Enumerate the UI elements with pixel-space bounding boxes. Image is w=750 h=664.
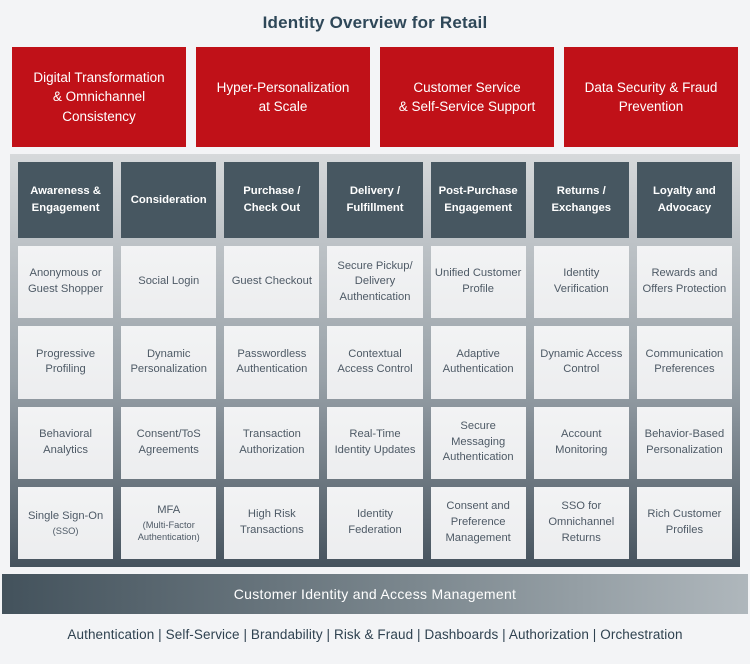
capability-label: Contextual Access Control [337, 347, 413, 376]
stage-header: Loyalty and Advocacy [636, 162, 732, 238]
capability-label: SSO for Omnichannel Returns [548, 500, 615, 544]
capability-label: Guest Checkout [231, 275, 312, 288]
page-title: Identity Overview for Retail [262, 13, 488, 32]
capability-cell: Guest Checkout [224, 246, 320, 319]
capability-cell: Identity Verification [533, 246, 629, 319]
capability-label: Passwordless Authentication [236, 347, 308, 376]
capability-cell: Secure Messaging Authentication [430, 406, 526, 479]
stage-header: Returns / Exchanges [533, 162, 629, 238]
capability-label: Adaptive Authentication [442, 347, 514, 376]
capability-cell: Rewards and Offers Protection [636, 246, 732, 319]
capability-cell: Consent/ToS Agreements [121, 406, 217, 479]
capability-label: Identity Verification [553, 267, 609, 296]
capability-label: Single Sign-On [27, 510, 104, 522]
capability-cell: Social Login [121, 246, 217, 319]
capability-cell: Behavioral Analytics [18, 406, 114, 479]
capability-label: Consent and Preference Management [445, 500, 511, 544]
capability-label: Consent/ToS Agreements [136, 427, 201, 456]
capability-cell: Transaction Authorization [224, 406, 320, 479]
capability-label: Unified Customer Profile [434, 267, 522, 296]
capability-sublabel: (SSO) [52, 525, 79, 536]
capability-label: Secure Messaging Authentication [442, 420, 514, 464]
capability-sublabel: (Multi-Factor Authentication) [137, 519, 200, 542]
capability-cell: Dynamic Access Control [533, 326, 629, 399]
capability-cell: SSO for Omnichannel Returns [533, 486, 629, 559]
capability-cell: Dynamic Personalization [121, 326, 217, 399]
capabilities-footer: Authentication | Self-Service | Brandabi… [67, 627, 683, 642]
capability-label: Communication Preferences [645, 347, 724, 376]
stage-header: Post-Purchase Engagement [430, 162, 526, 238]
capability-cell: Real-Time Identity Updates [327, 406, 423, 479]
capability-cell: Passwordless Authentication [224, 326, 320, 399]
capability-cell: Progressive Profiling [18, 326, 114, 399]
capability-label: Social Login [138, 275, 200, 288]
stage-header: Purchase / Check Out [224, 162, 320, 238]
capability-cell: Rich Customer Profiles [636, 486, 732, 559]
capability-cell: Consent and Preference Management [430, 486, 526, 559]
capability-cell: Contextual Access Control [327, 326, 423, 399]
capability-label: Behavioral Analytics [39, 427, 92, 456]
capability-label: Anonymous or Guest Shopper [27, 267, 104, 296]
capability-label: Real-Time Identity Updates [334, 427, 416, 456]
capability-cell: Single Sign-On (SSO) [18, 486, 114, 559]
capability-label: Secure Pickup/ Delivery Authentication [337, 259, 413, 303]
capability-label: Behavior-Based Personalization [644, 427, 725, 456]
capability-cell: Identity Federation [327, 486, 423, 559]
pillar-customer-service: Customer Service & Self-Service Support [380, 47, 554, 147]
capability-cell: Anonymous or Guest Shopper [18, 246, 114, 319]
capability-label: Rewards and Offers Protection [642, 267, 727, 296]
stage-header: Awareness & Engagement [18, 162, 114, 238]
ciam-bar: Customer Identity and Access Management [2, 574, 748, 614]
stage-header: Delivery / Fulfillment [327, 162, 423, 238]
ciam-bar-label: Customer Identity and Access Management [233, 586, 517, 602]
capability-cell: Adaptive Authentication [430, 326, 526, 399]
capability-cell: High Risk Transactions [224, 486, 320, 559]
capability-label: MFA [157, 503, 181, 516]
capability-cell: Unified Customer Profile [430, 246, 526, 319]
pillar-data-security: Data Security & Fraud Prevention [564, 47, 738, 147]
capability-label: Progressive Profiling [36, 347, 96, 376]
capability-cell: Secure Pickup/ Delivery Authentication [327, 246, 423, 319]
pillar-hyper-personalization: Hyper-Personalization at Scale [196, 47, 370, 147]
capability-cell: MFA (Multi-Factor Authentication) [121, 486, 217, 559]
capability-label: Dynamic Access Control [540, 347, 623, 376]
stage-header: Consideration [121, 162, 217, 238]
capability-label: Rich Customer Profiles [647, 508, 722, 536]
capability-cell: Behavior-Based Personalization [636, 406, 732, 479]
capability-cell: Account Monitoring [533, 406, 629, 479]
pillar-digital-transformation: Digital Transformation & Omnichannel Con… [12, 47, 186, 147]
pillars-row: Digital Transformation & Omnichannel Con… [12, 47, 738, 147]
capability-cell: Communication Preferences [636, 326, 732, 399]
capability-label: Account Monitoring [555, 427, 608, 456]
capability-label: Identity Federation [348, 508, 402, 536]
capability-label: Transaction Authorization [239, 427, 305, 456]
capability-label: High Risk Transactions [240, 508, 304, 536]
capability-label: Dynamic Personalization [130, 347, 207, 376]
